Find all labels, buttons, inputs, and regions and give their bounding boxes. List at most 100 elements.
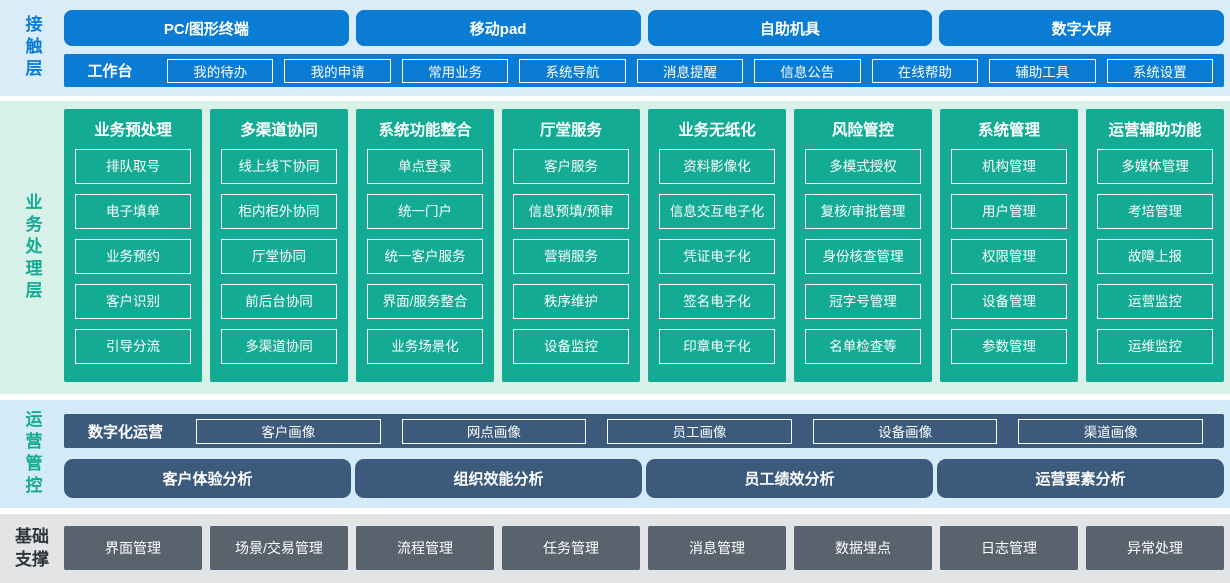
analysis-box: 组织效能分析 xyxy=(355,459,642,498)
foundation-item: 场景/交易管理 xyxy=(210,526,348,570)
analysis-box: 客户体验分析 xyxy=(64,459,351,498)
workbench-item: 常用业务 xyxy=(401,58,509,83)
workbench-item: 我的申请 xyxy=(284,58,391,83)
layer-operation-content: 数字化运营 客户画像 网点画像 员工画像 设备画像 渠道画像 xyxy=(64,400,1230,508)
layer-foundation: 基础支撑 界面管理 场景/交易管理 流程管理 任务管理 消息管理 数据埋点 日志… xyxy=(0,514,1230,583)
business-item: 客户服务 xyxy=(513,149,629,184)
portrait-item: 客户画像 xyxy=(196,418,381,444)
layer-business-label: 业务处理层 xyxy=(22,192,42,303)
business-column-items: 排队取号 电子填单 业务预约 客户识别 引导分流 xyxy=(75,149,191,374)
business-column-title: 风险管控 xyxy=(831,122,894,139)
layer-operation: 运营管控 数字化运营 客户画像 网点画像 员工画像 设备画像 渠道画像 xyxy=(0,400,1230,508)
business-item: 多渠道协同 xyxy=(221,329,337,364)
business-column-title: 系统管理 xyxy=(977,122,1040,139)
business-item: 考培管理 xyxy=(1097,194,1213,229)
analysis-box: 员工绩效分析 xyxy=(646,459,933,498)
business-column-title: 系统功能整合 xyxy=(378,122,472,139)
business-column-title: 厅堂服务 xyxy=(539,122,602,139)
business-item: 信息交互电子化 xyxy=(659,194,775,229)
business-item: 运维监控 xyxy=(1097,329,1213,364)
business-column-items: 单点登录 统一门户 统一客户服务 界面/服务整合 业务场景化 xyxy=(367,149,483,374)
workbench-items: 我的待办 我的申请 常用业务 系统导航 消息提醒 信息公告 在线帮助 辅助工具 xyxy=(156,58,1224,83)
terminal-row: PC/图形终端 移动pad 自助机具 数字大屏 xyxy=(64,10,1224,46)
workbench-item: 信息公告 xyxy=(754,58,861,83)
foundation-item: 异常处理 xyxy=(1086,526,1224,570)
workbench-label: 工作台 xyxy=(87,63,133,80)
layer-business: 业务处理层 业务预处理 排队取号 电子填单 业务预约 客户 xyxy=(0,101,1230,394)
business-column-title: 业务无纸化 xyxy=(678,122,756,139)
business-item: 排队取号 xyxy=(75,149,191,184)
business-column: 业务无纸化 资料影像化 信息交互电子化 凭证电子化 签名电子化 印章电子化 xyxy=(648,109,786,382)
layer-contact-content: PC/图形终端 移动pad 自助机具 数字大屏 工作台 我的待办 我的申请 xyxy=(64,0,1230,96)
foundation-item: 界面管理 xyxy=(64,526,202,570)
business-item: 界面/服务整合 xyxy=(367,284,483,319)
business-item: 厅堂协同 xyxy=(221,239,337,274)
business-item: 前后台协同 xyxy=(221,284,337,319)
business-columns: 业务预处理 排队取号 电子填单 业务预约 客户识别 引导分流 xyxy=(64,101,1230,394)
business-item: 单点登录 xyxy=(367,149,483,184)
business-item: 线上线下协同 xyxy=(221,149,337,184)
business-column: 运营辅助功能 多媒体管理 考培管理 故障上报 运营监控 运维监控 xyxy=(1086,109,1224,382)
portrait-item: 设备画像 xyxy=(812,418,998,444)
business-column: 风险管控 多模式授权 复核/审批管理 身份核查管理 冠字号管理 名单检查等 xyxy=(794,109,932,382)
business-column-items: 机构管理 用户管理 权限管理 设备管理 参数管理 xyxy=(951,149,1067,374)
business-item: 设备管理 xyxy=(951,284,1067,319)
layer-contact-label: 接触层 xyxy=(22,15,42,81)
workbench-item: 我的待办 xyxy=(167,58,274,83)
business-column: 厅堂服务 客户服务 信息预填/预审 营销服务 秩序维护 设备监控 xyxy=(502,109,640,382)
business-column-title: 运营辅助功能 xyxy=(1108,122,1202,139)
foundation-item: 数据埋点 xyxy=(794,526,932,570)
foundation-item: 任务管理 xyxy=(502,526,640,570)
terminal-box: PC/图形终端 xyxy=(64,10,349,46)
digital-operation-label: 数字化运营 xyxy=(88,423,164,441)
workbench-item: 在线帮助 xyxy=(871,58,979,83)
terminal-box: 移动pad xyxy=(355,10,641,46)
business-item: 多模式授权 xyxy=(805,149,921,184)
business-item: 凭证电子化 xyxy=(659,239,775,274)
business-item: 电子填单 xyxy=(75,194,191,229)
business-item: 用户管理 xyxy=(951,194,1067,229)
layer-operation-label-column: 运营管控 xyxy=(0,400,64,508)
workbench-item: 辅助工具 xyxy=(989,58,1096,83)
workbench-item: 消息提醒 xyxy=(636,58,744,83)
digital-operation-bar: 数字化运营 客户画像 网点画像 员工画像 设备画像 渠道画像 xyxy=(64,414,1224,448)
terminal-box: 自助机具 xyxy=(647,10,933,46)
business-item: 参数管理 xyxy=(951,329,1067,364)
business-item: 引导分流 xyxy=(75,329,191,364)
analysis-row: 客户体验分析 组织效能分析 员工绩效分析 运营要素分析 xyxy=(64,459,1224,498)
business-column: 系统功能整合 单点登录 统一门户 统一客户服务 界面/服务整合 业务场景化 xyxy=(356,109,494,382)
business-item: 业务预约 xyxy=(75,239,191,274)
business-item: 权限管理 xyxy=(951,239,1067,274)
business-item: 多媒体管理 xyxy=(1097,149,1213,184)
layer-business-label-column: 业务处理层 xyxy=(0,101,64,394)
business-item: 柜内柜外协同 xyxy=(221,194,337,229)
business-item: 印章电子化 xyxy=(659,329,775,364)
foundation-item: 消息管理 xyxy=(648,526,786,570)
business-item: 身份核查管理 xyxy=(805,239,921,274)
business-column: 系统管理 机构管理 用户管理 权限管理 设备管理 参数管理 xyxy=(940,109,1078,382)
business-item: 复核/审批管理 xyxy=(805,194,921,229)
analysis-box: 运营要素分析 xyxy=(937,459,1224,498)
business-item: 业务场景化 xyxy=(367,329,483,364)
foundation-items: 界面管理 场景/交易管理 流程管理 任务管理 消息管理 数据埋点 日志管理 异常… xyxy=(64,514,1230,583)
workbench-item: 系统导航 xyxy=(519,58,626,83)
business-column: 业务预处理 排队取号 电子填单 业务预约 客户识别 引导分流 xyxy=(64,109,202,382)
layer-foundation-label: 基础支撑 xyxy=(15,527,49,569)
business-item: 资料影像化 xyxy=(659,149,775,184)
business-item: 设备监控 xyxy=(513,329,629,364)
workbench-item: 系统设置 xyxy=(1106,58,1213,83)
business-column-items: 线上线下协同 柜内柜外协同 厅堂协同 前后台协同 多渠道协同 xyxy=(221,149,337,374)
business-column-items: 资料影像化 信息交互电子化 凭证电子化 签名电子化 印章电子化 xyxy=(659,149,775,374)
foundation-item: 日志管理 xyxy=(940,526,1078,570)
layer-foundation-label-column: 基础支撑 xyxy=(0,514,64,583)
business-item: 统一门户 xyxy=(367,194,483,229)
business-column-title: 多渠道协同 xyxy=(240,122,318,139)
workbench-bar: 工作台 我的待办 我的申请 常用业务 系统导航 消息提醒 信息公告 xyxy=(64,54,1224,87)
business-item: 名单检查等 xyxy=(805,329,921,364)
business-item: 信息预填/预审 xyxy=(513,194,629,229)
layer-contact: 接触层 PC/图形终端 移动pad 自助机具 数字大屏 工作台 我的待 xyxy=(0,0,1230,96)
business-item: 营销服务 xyxy=(513,239,629,274)
business-item: 签名电子化 xyxy=(659,284,775,319)
business-item: 秩序维护 xyxy=(513,284,629,319)
